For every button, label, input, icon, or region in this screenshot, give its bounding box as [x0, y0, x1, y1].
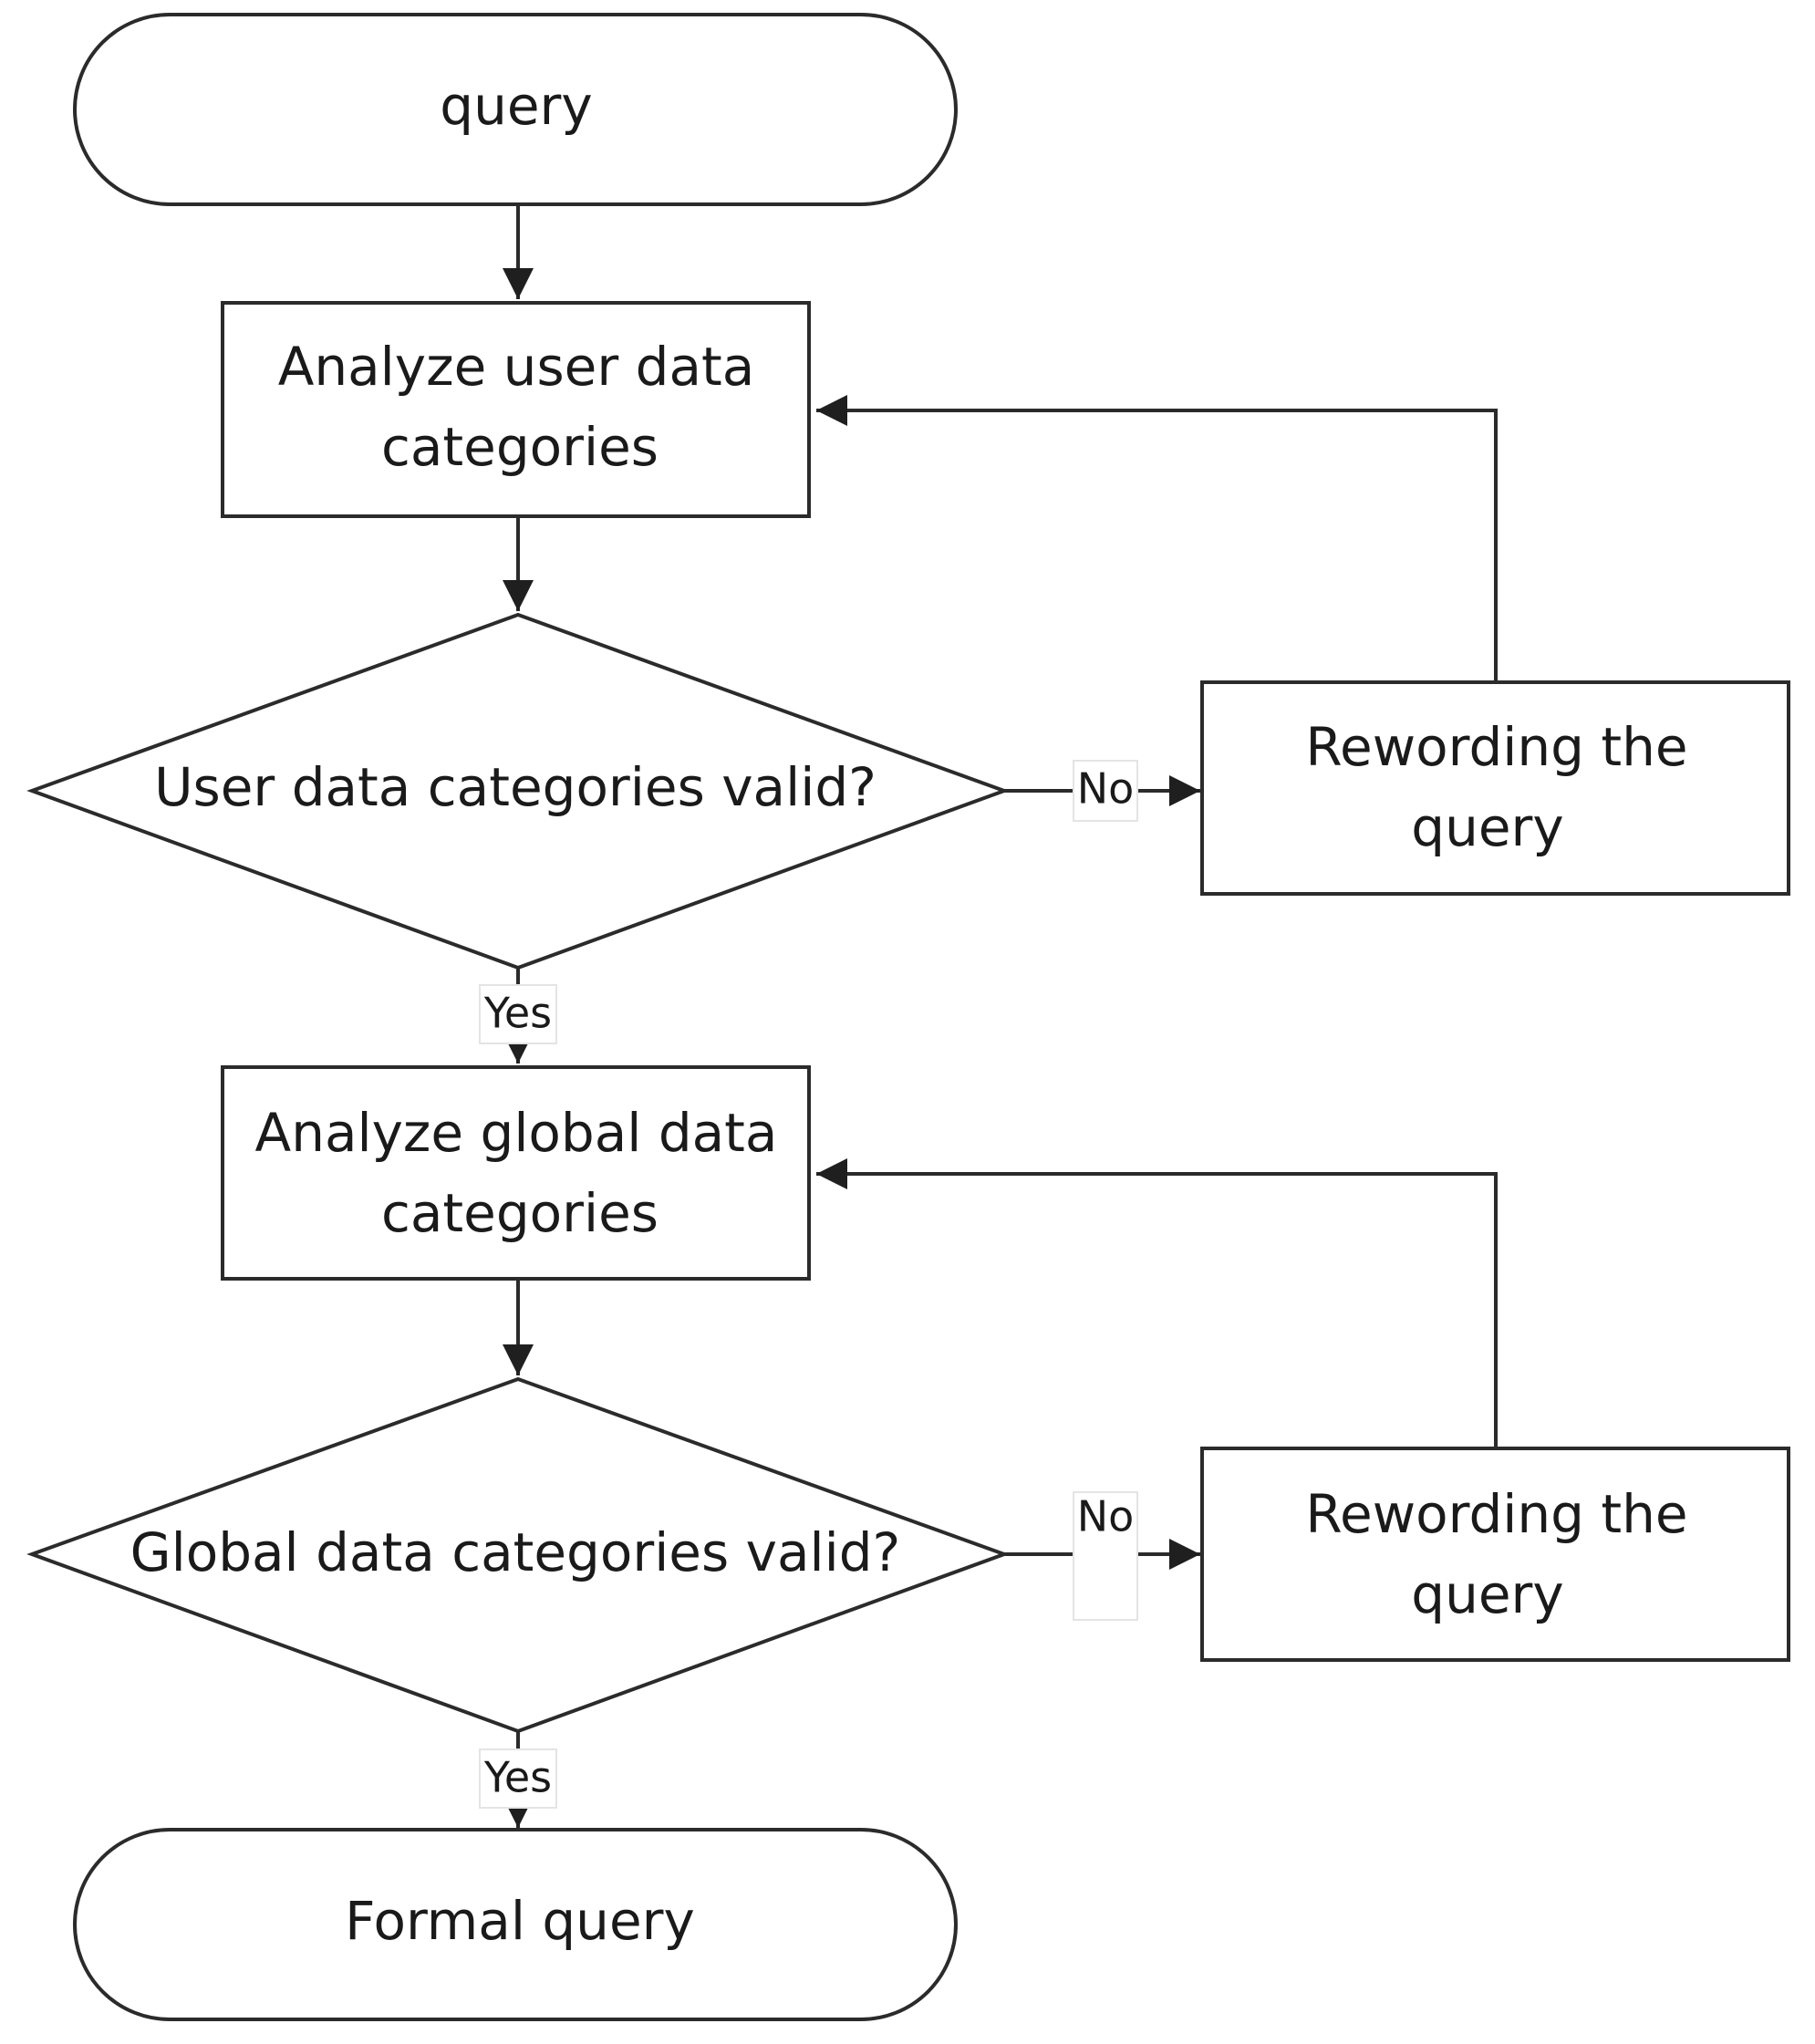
end-terminator-label: Formal query — [345, 1890, 695, 1952]
edge-label-user-no-bg — [1073, 760, 1138, 822]
user-valid-decision: User data categories valid? — [26, 612, 1010, 970]
edge-label-user-yes-text: Yes — [483, 989, 552, 1038]
edge-label-global-yes-bg — [479, 1748, 557, 1809]
analyze-user-process-label-line-1: Analyze user data — [278, 336, 755, 398]
analyze-global-process-shape — [221, 1065, 811, 1281]
reword-1-process-label-line-1: Rewording the — [1305, 716, 1687, 778]
global-valid-decision-shape — [26, 1376, 1010, 1734]
reword-1-process-label-line-2: query — [1411, 796, 1563, 858]
global-valid-decision-label: Global data categories valid? — [130, 1521, 901, 1583]
analyze-user-process-shape — [221, 301, 811, 518]
global-valid-decision: Global data categories valid? — [26, 1376, 1010, 1734]
analyze-global-process-label-line-1: Analyze global data — [255, 1102, 778, 1164]
reword-2-process-label-line-1: Rewording the — [1305, 1483, 1687, 1545]
edge-reword-1-loop — [816, 395, 1498, 682]
start-terminator-label: query — [440, 75, 592, 137]
end-terminator: Formal query — [73, 1828, 958, 2021]
edge-label-user-yes: Yes — [479, 984, 557, 1044]
user-valid-decision-label: User data categories valid? — [154, 756, 876, 818]
edge-label-global-no-bg — [1073, 1491, 1138, 1621]
edge-label-user-no: No — [1073, 760, 1138, 822]
reword-1-process: Rewording the query — [1200, 680, 1790, 896]
edge-reword-2-loop — [816, 1158, 1498, 1448]
edge-label-global-yes-text: Yes — [483, 1753, 552, 1802]
reword-2-process-label-line-2: query — [1411, 1563, 1563, 1625]
analyze-global-process: Analyze global data categories — [221, 1065, 811, 1281]
start-terminator-shape — [73, 13, 958, 206]
analyze-user-process-label-line-2: categories — [381, 416, 659, 478]
edge-label-global-no: No — [1073, 1491, 1138, 1621]
reword-1-process-shape — [1200, 680, 1790, 896]
edge-label-user-no-text: No — [1077, 764, 1135, 814]
start-terminator: query — [73, 13, 958, 206]
analyze-global-process-label-line-2: categories — [381, 1182, 659, 1244]
reword-2-process: Rewording the query — [1200, 1447, 1790, 1662]
analyze-user-process: Analyze user data categories — [221, 301, 811, 518]
user-valid-decision-shape — [26, 612, 1010, 970]
edge-label-global-yes: Yes — [479, 1748, 557, 1809]
edge-label-user-yes-bg — [479, 984, 557, 1044]
reword-2-process-shape — [1200, 1447, 1790, 1662]
end-terminator-shape — [73, 1828, 958, 2021]
edge-label-global-no-text: No — [1077, 1492, 1135, 1541]
